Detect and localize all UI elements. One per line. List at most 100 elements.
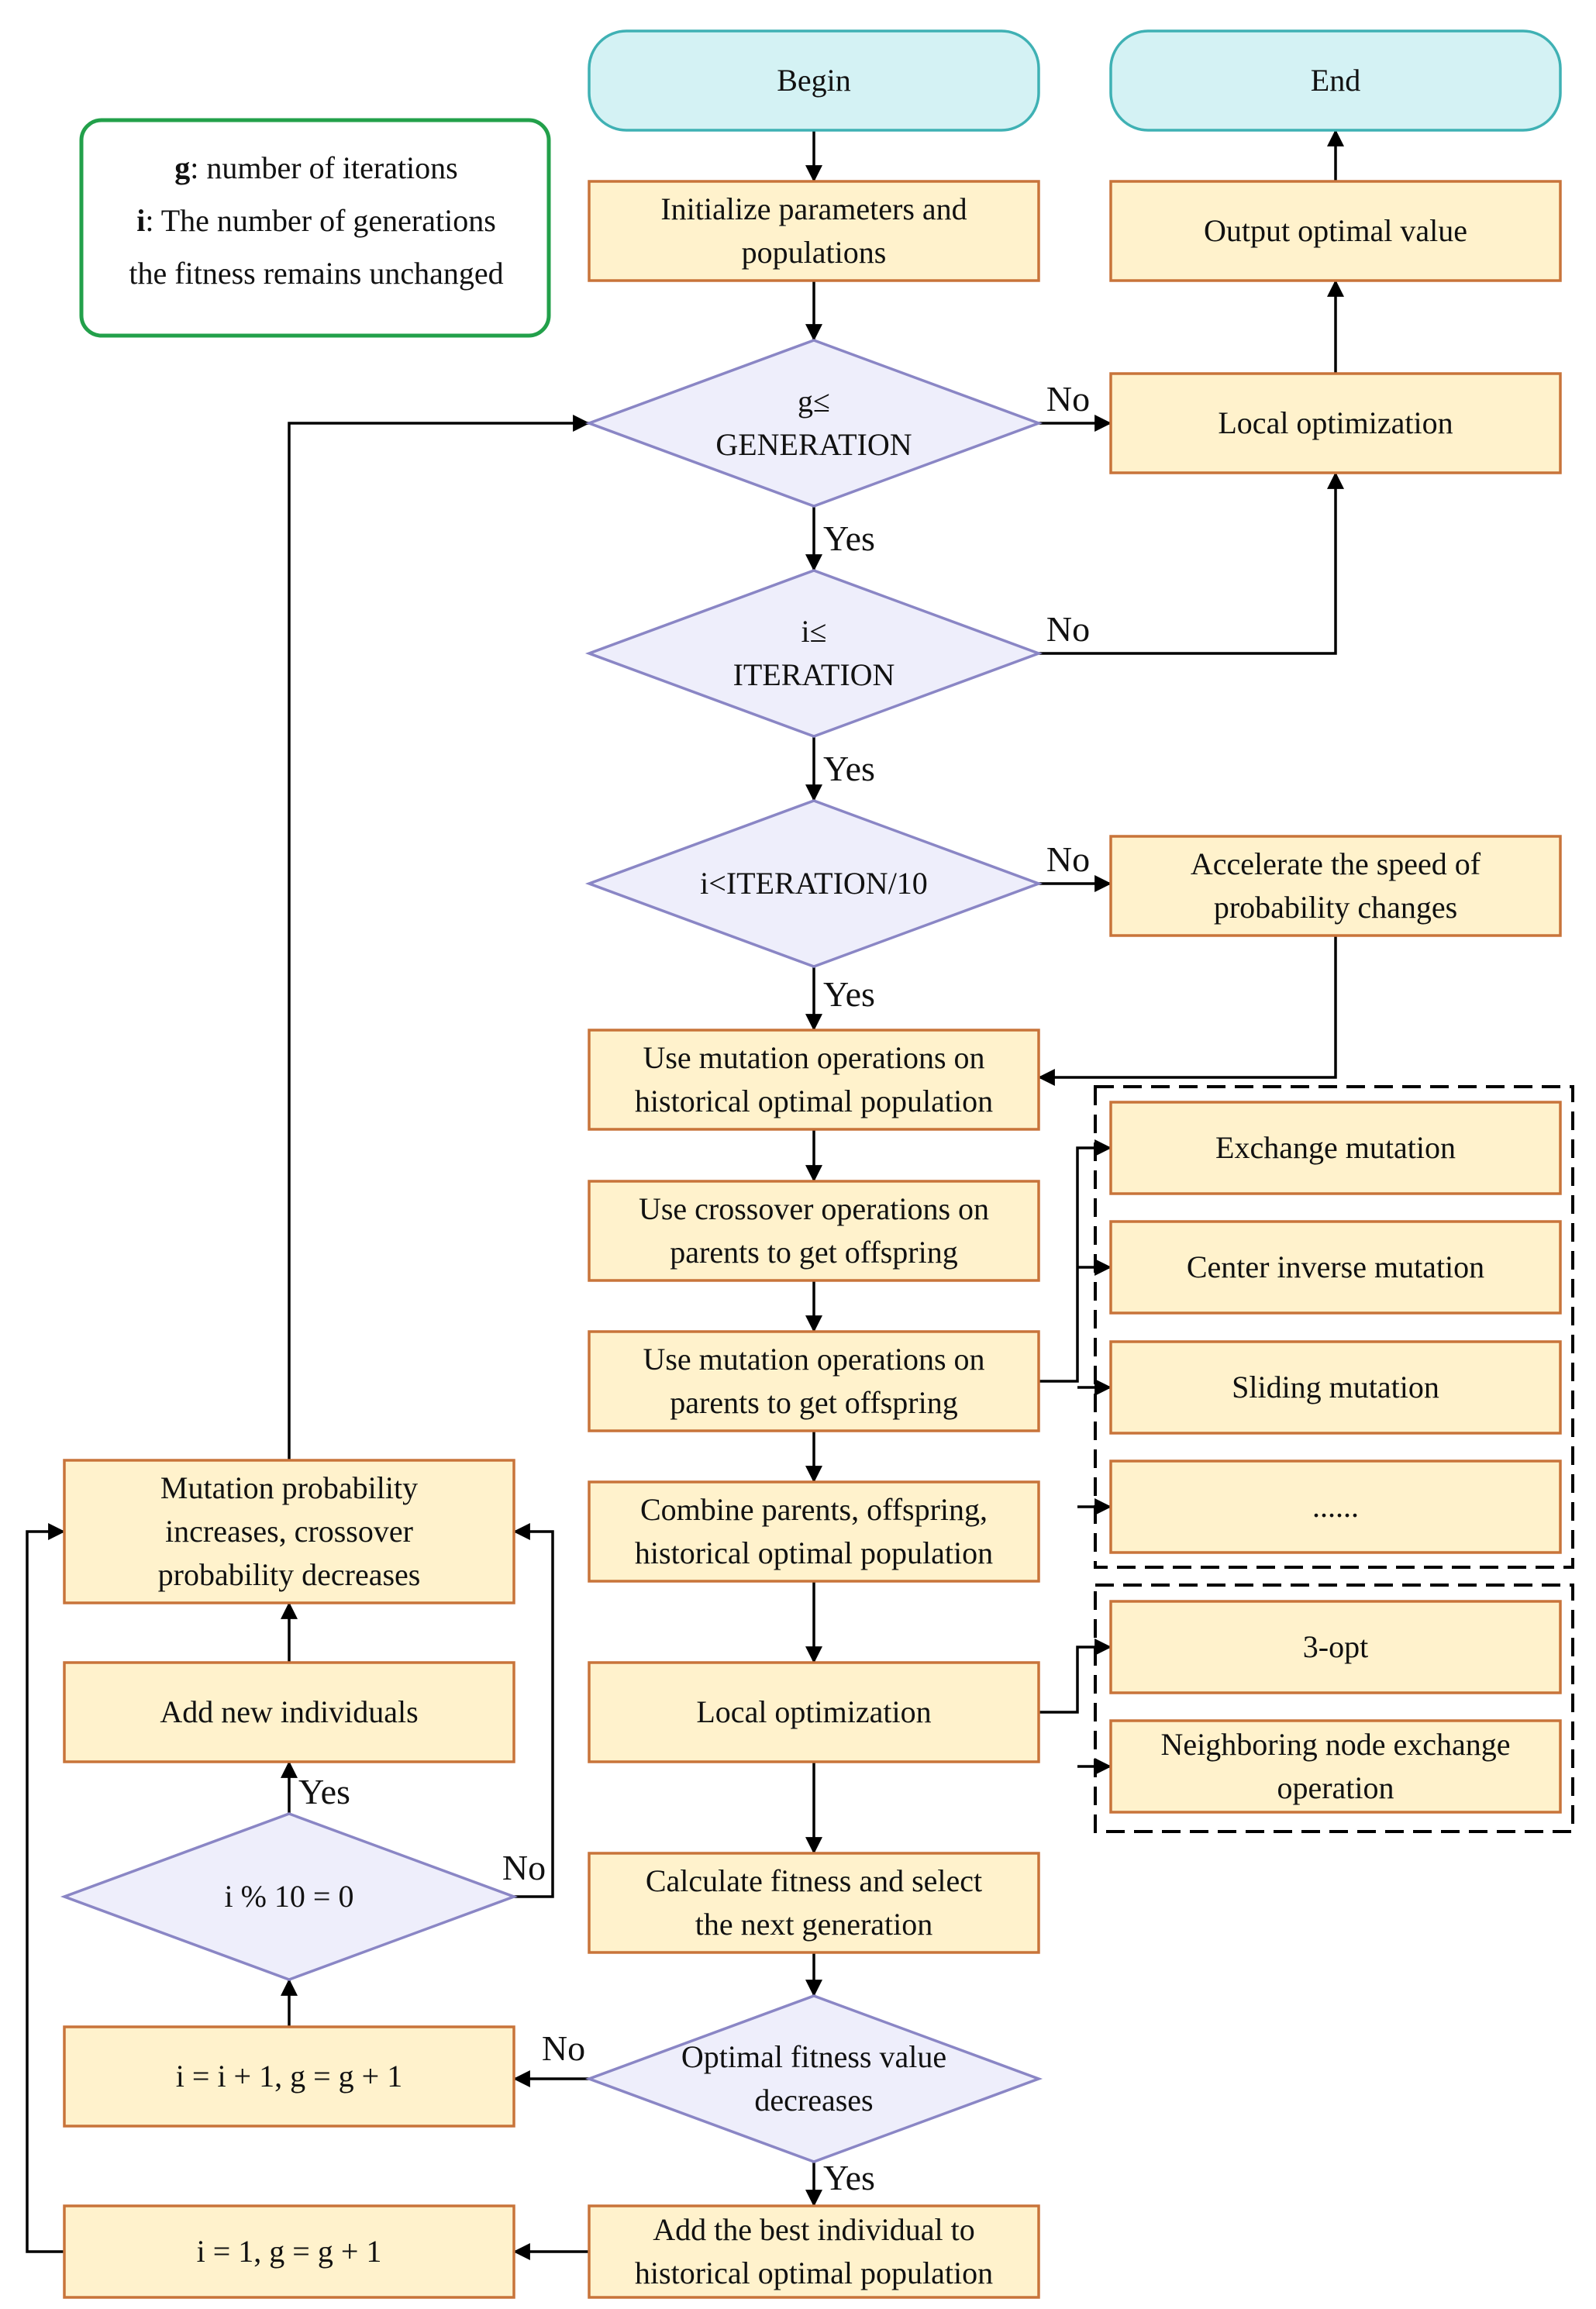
node-dec-i-shape: [584, 569, 1043, 738]
node-dec-g-label: GENERATION: [715, 427, 912, 462]
node-exch-shape: [1109, 1101, 1562, 1195]
node-mut-prob-label: increases, crossover: [165, 1514, 413, 1549]
legend-g-desc: : number of iterations: [190, 150, 457, 185]
legend-box: [79, 118, 551, 338]
node-calc-label: Calculate fitness and select: [646, 1863, 982, 1898]
node-local-mid: Local optimization: [588, 1661, 1040, 1763]
node-local-mid-label: Local optimization: [696, 1694, 931, 1729]
node-local-mid-shape: [588, 1661, 1040, 1763]
connector-arrow: [512, 1523, 554, 1898]
node-dec-i: i≤ITERATION: [584, 569, 1043, 738]
node-dec-mod: i % 10 = 0: [60, 1812, 519, 1981]
node-neigh-label: Neighboring node exchange: [1161, 1727, 1511, 1762]
node-output-shape: [1109, 180, 1562, 282]
node-mut-prob: Mutation probability increases, crossover…: [63, 1459, 515, 1604]
node-end: End: [1109, 29, 1562, 132]
node-output-label: Output optimal value: [1204, 213, 1467, 248]
node-dots-shape: [1109, 1459, 1562, 1554]
node-mut-hist-label: Use mutation operations on: [643, 1040, 984, 1075]
node-begin-label: Begin: [777, 63, 851, 98]
node-exch: Exchange mutation: [1109, 1101, 1562, 1195]
node-dots: ......: [1109, 1459, 1562, 1554]
node-i-inc-label: i = i + 1, g = g + 1: [176, 2059, 402, 2094]
node-neigh: Neighboring node exchange operation: [1109, 1719, 1562, 1814]
node-center-shape: [1109, 1220, 1562, 1315]
node-begin-shape: [588, 29, 1040, 132]
connector-arrow: [288, 415, 591, 1460]
node-init: Initialize parameters and populations: [588, 180, 1040, 282]
node-mut-hist: Use mutation operations on historical opt…: [588, 1029, 1040, 1131]
node-i-reset-shape: [63, 2204, 515, 2299]
node-add-best-label: Add the best individual to: [653, 2212, 975, 2247]
edge-label-yes-i10: Yes: [823, 974, 875, 1014]
node-add-new-label: Add new individuals: [160, 1694, 418, 1729]
node-dec-i10: i<ITERATION/10: [584, 799, 1043, 968]
legend-i-key: i: [136, 203, 145, 238]
edge-label-no-i10: No: [1046, 839, 1090, 879]
node-add-new-shape: [63, 1661, 515, 1763]
connector-arrow: [1039, 471, 1344, 655]
edge-label-yes-i: Yes: [823, 749, 875, 788]
node-init-label: Initialize parameters and: [660, 191, 967, 226]
node-combine-label: historical optimal population: [635, 1535, 993, 1570]
node-init-label: populations: [742, 235, 887, 270]
connector-arrow: [1037, 936, 1337, 1086]
node-dots-label: ......: [1312, 1489, 1359, 1524]
edge-label-no-i: No: [1046, 609, 1090, 649]
node-center-label: Center inverse mutation: [1187, 1249, 1484, 1284]
edge-label-no-g: No: [1046, 379, 1090, 419]
node-mut-prob-label: Mutation probability: [160, 1470, 418, 1505]
node-dec-opt-shape: [584, 1994, 1043, 2163]
legend-line-i: i: The number of generations: [136, 203, 496, 238]
edge-label-yes-mod: Yes: [298, 1772, 350, 1811]
edge-label-no-mod: No: [502, 1848, 546, 1887]
node-local-top-shape: [1109, 372, 1562, 474]
node-mut-prob-shape: [63, 1459, 515, 1604]
node-dec-i-label: ITERATION: [733, 657, 895, 692]
node-end-shape: [1109, 29, 1562, 132]
node-center: Center inverse mutation: [1109, 1220, 1562, 1315]
edge-label-no-opt: No: [542, 2028, 585, 2068]
node-mut-hist-shape: [588, 1029, 1040, 1131]
node-dec-opt-label: Optimal fitness value: [681, 2039, 946, 2074]
node-i-reset: i = 1, g = g + 1: [63, 2204, 515, 2299]
node-accel-label: Accelerate the speed of: [1191, 846, 1481, 881]
node-dec-mod-shape: [60, 1812, 519, 1981]
legend: g: number of iterations i: The number of…: [79, 118, 551, 338]
node-cross-shape: [588, 1180, 1040, 1282]
node-mut-hist-label: historical optimal population: [635, 1084, 993, 1118]
node-mut-par-label: parents to get offspring: [670, 1385, 957, 1420]
node-dec-i10-label: i<ITERATION/10: [700, 866, 928, 901]
node-dec-i10-shape: [584, 799, 1043, 968]
node-combine-shape: [588, 1480, 1040, 1583]
node-slide: Sliding mutation: [1109, 1340, 1562, 1435]
node-slide-shape: [1109, 1340, 1562, 1435]
legend-g-key: g: [174, 150, 190, 185]
local-opt-group-box: [1094, 1584, 1574, 1833]
node-combine: Combine parents, offspring,historical op…: [588, 1480, 1040, 1583]
legend-line-i-cont: the fitness remains unchanged: [129, 256, 503, 291]
node-output: Output optimal value: [1109, 180, 1562, 282]
connector-arrow: [1039, 1139, 1112, 1383]
node-mut-par-label: Use mutation operations on: [643, 1342, 984, 1377]
node-accel-shape: [1109, 835, 1562, 937]
node-begin: Begin: [588, 29, 1040, 132]
node-end-label: End: [1311, 63, 1360, 98]
node-cross-label: parents to get offspring: [670, 1235, 957, 1270]
connector-arrow: [1039, 1639, 1112, 1714]
node-opt3-shape: [1109, 1600, 1562, 1694]
node-calc-shape: [588, 1852, 1040, 1954]
node-mut-prob-label: probability decreases: [158, 1557, 421, 1592]
node-cross-label: Use crossover operations on: [639, 1191, 989, 1226]
legend-i-desc: : The number of generations: [145, 203, 495, 238]
node-dec-g-shape: [584, 339, 1043, 508]
legend-line-g: g: number of iterations: [174, 150, 457, 185]
node-neigh-label: operation: [1277, 1770, 1394, 1805]
node-opt3-label: 3-opt: [1303, 1629, 1368, 1664]
node-dec-mod-label: i % 10 = 0: [225, 1879, 354, 1914]
node-mut-par-shape: [588, 1330, 1040, 1432]
